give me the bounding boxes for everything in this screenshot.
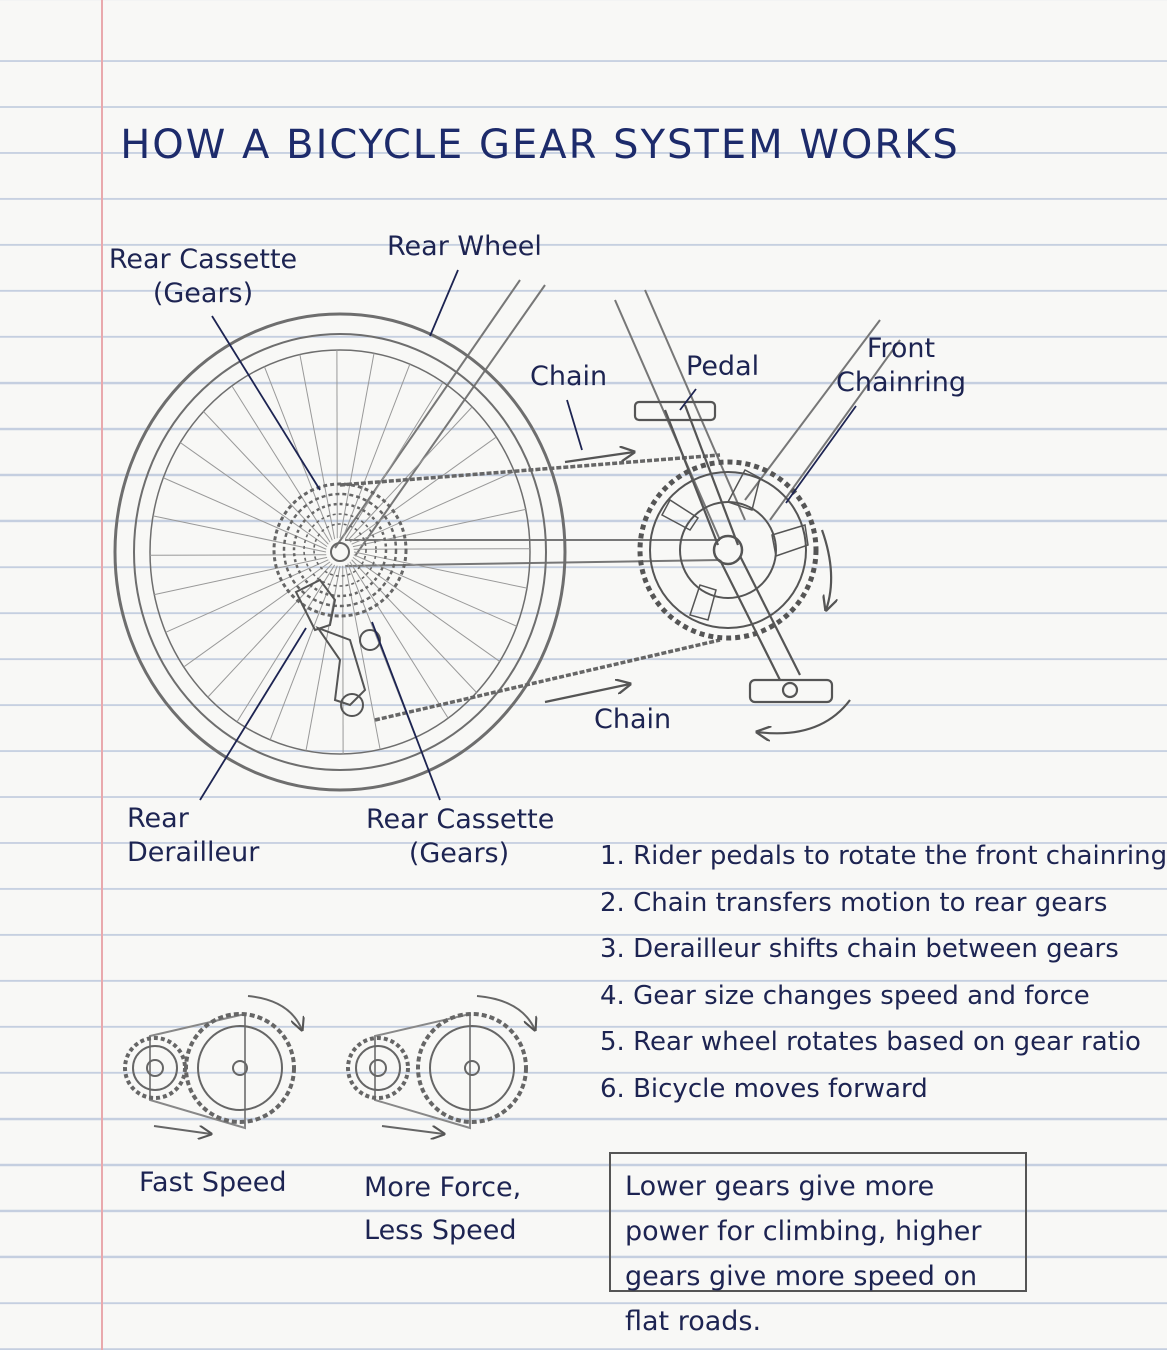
step-item: 6. Bicycle moves forward <box>600 1073 928 1104</box>
step-item: 2. Chain transfers motion to rear gears <box>600 887 1108 918</box>
wheel-spoke <box>180 442 328 548</box>
step-item: 3. Derailleur shifts chain between gears <box>600 934 1119 964</box>
caption-more-force: More Force, Less Speed <box>364 1172 522 1246</box>
chain <box>339 453 721 722</box>
step-item: 5. Rear wheel rotates based on gear rati… <box>600 1027 1141 1057</box>
margin-line <box>101 0 103 1350</box>
wheel-spoke <box>183 561 331 668</box>
label-chain-top: Chain <box>530 361 608 392</box>
label-front-chainring: Front Chainring <box>836 333 966 398</box>
wheel-spoke <box>163 477 327 550</box>
wheel-spoke <box>353 551 528 589</box>
wheel-spoke <box>339 353 375 539</box>
rear-derailleur <box>294 578 381 717</box>
wheel-spoke <box>305 565 341 751</box>
label-rear-derailleur: Rear Derailleur <box>127 803 260 868</box>
front-chainring <box>637 459 819 641</box>
wheel-spoke <box>231 385 331 543</box>
rear-wheel <box>113 312 567 792</box>
wheel-spoke <box>353 548 530 550</box>
crank-and-pedals <box>633 400 834 704</box>
steps-list: 1. Rider pedals to rotate the front chai… <box>600 836 1167 1115</box>
chain-arrows <box>544 452 634 704</box>
label-rear-cassette-bottom: Rear Cassette (Gears) <box>366 804 555 869</box>
wheel-spoke <box>236 564 336 723</box>
wheel-spoke <box>351 559 477 693</box>
wheel-spoke <box>344 381 444 540</box>
bicycle-drivetrain-sketch <box>113 269 901 1350</box>
wheel-spoke <box>150 554 327 556</box>
caption-fast-speed: Fast Speed <box>139 1167 287 1198</box>
label-chain-bottom: Chain <box>594 704 672 735</box>
gear-pair-force <box>346 995 535 1134</box>
wheel-spoke <box>342 363 411 539</box>
step-item: 1. Rider pedals to rotate the front chai… <box>600 841 1167 871</box>
step-item: 4. Gear size changes speed and force <box>600 980 1090 1011</box>
wheel-spoke <box>351 471 515 545</box>
gear-pair-fast <box>123 995 302 1134</box>
wheel-spoke <box>352 508 526 548</box>
wheel-spoke <box>299 354 336 540</box>
label-rear-wheel: Rear Wheel <box>387 231 542 262</box>
wheel-spoke <box>165 559 329 633</box>
wheel-spoke <box>203 411 329 545</box>
wheel-spoke <box>152 515 327 553</box>
wheel-spoke <box>349 436 497 543</box>
rear-cassette <box>272 482 408 618</box>
label-pedal: Pedal <box>686 351 760 382</box>
wheel-spoke <box>353 554 517 627</box>
bike-frame <box>334 279 901 567</box>
note-box: Lower gears give more power for climbing… <box>609 1152 1027 1337</box>
label-rear-cassette-top: Rear Cassette (Gears) <box>108 244 298 309</box>
page-title: HOW A BICYCLE GEAR SYSTEM WORKS <box>120 122 960 168</box>
leader-lines <box>199 269 857 801</box>
wheel-spoke <box>347 406 473 541</box>
rotation-arrows <box>757 529 851 733</box>
wheel-spoke <box>154 556 328 596</box>
